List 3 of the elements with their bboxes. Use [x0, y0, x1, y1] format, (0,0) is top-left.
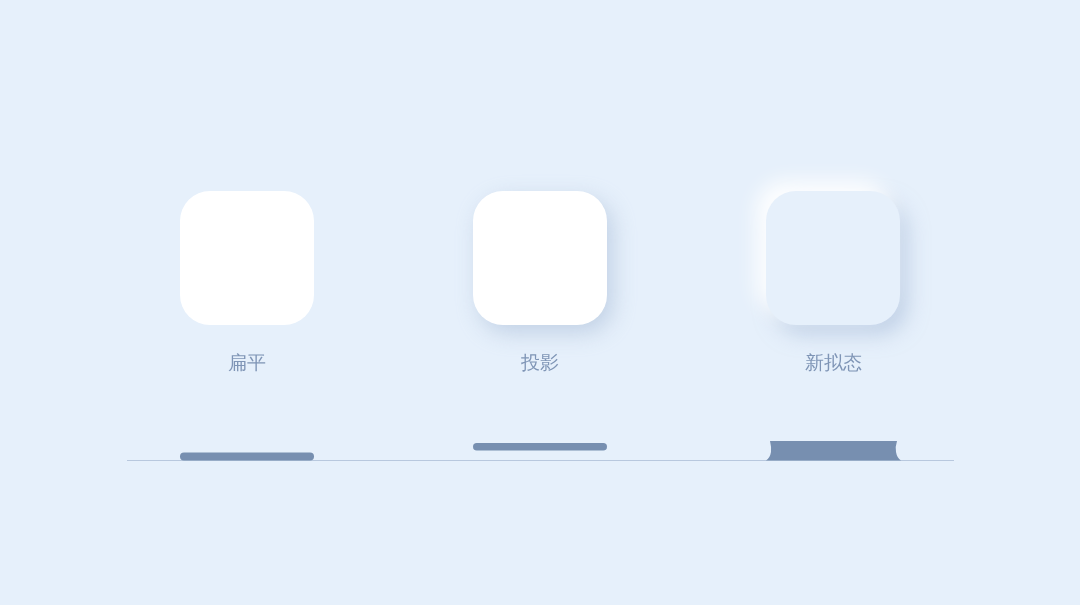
card-label: 新拟态 [804, 350, 862, 374]
card-label: 扁平 [228, 350, 266, 374]
card-label: 投影 [521, 350, 559, 374]
